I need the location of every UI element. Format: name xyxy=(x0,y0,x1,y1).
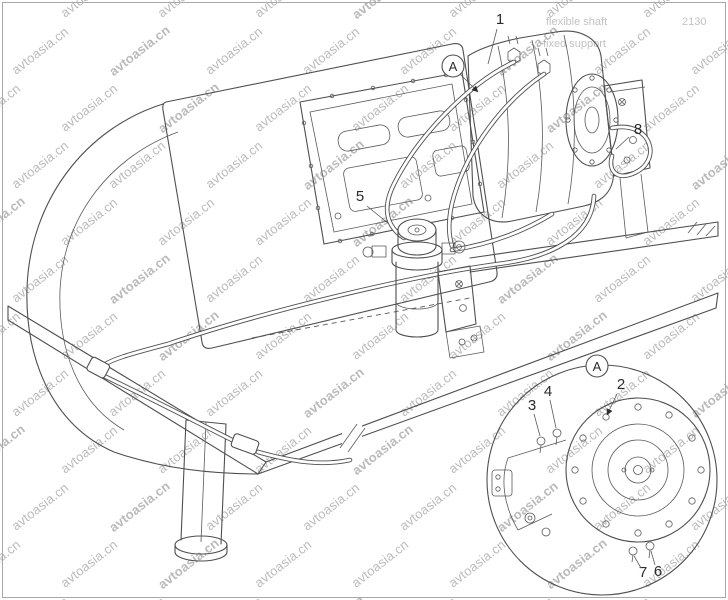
callouts-main: 1 A 8 5 xyxy=(356,11,642,225)
rail-break-gap xyxy=(342,416,362,448)
leader-line xyxy=(615,136,630,150)
leader-line xyxy=(650,550,656,566)
filter-bracket xyxy=(437,265,477,333)
detail-view-a: A xyxy=(486,354,718,596)
detail-bolts xyxy=(536,428,655,563)
chassis-frame xyxy=(7,221,719,475)
callout-6: 6 xyxy=(654,563,662,580)
detail-title-circle-a xyxy=(585,354,609,378)
tank-body xyxy=(26,103,259,475)
leader-line xyxy=(633,555,642,569)
callout-5: 5 xyxy=(356,188,364,205)
filter-port xyxy=(441,242,456,255)
leader-line xyxy=(487,28,498,65)
callouts-detail: 2 3 4 6 7 xyxy=(528,376,662,581)
filter-assembly xyxy=(362,218,485,359)
callout-2: 2 xyxy=(617,376,625,393)
hose-fitting-nut xyxy=(507,47,521,65)
callout-4: 4 xyxy=(544,383,552,400)
engine-mount xyxy=(619,173,649,239)
rail-fitting xyxy=(86,356,111,379)
callout-8: 8 xyxy=(634,121,642,138)
hose-fitting-nut xyxy=(537,59,551,77)
hose xyxy=(449,211,555,253)
callout-7: 7 xyxy=(639,564,647,581)
faint-text-line: flexible shaft xyxy=(546,16,608,28)
leader-line xyxy=(549,399,557,429)
housing-bolt-ring xyxy=(571,403,705,537)
leader-line xyxy=(533,413,541,437)
flange-bolts xyxy=(565,75,619,165)
filter-port xyxy=(371,245,387,258)
leader-line xyxy=(606,393,618,416)
support-leg xyxy=(174,419,228,562)
leader-line xyxy=(366,205,390,225)
detail-title-label-a: A xyxy=(593,359,602,374)
hydraulic-hoses xyxy=(86,59,653,466)
housing-tab xyxy=(491,469,513,497)
detail-ref-label-a: A xyxy=(449,59,458,74)
flywheel-housing xyxy=(491,397,711,543)
detail-ref-circle-a xyxy=(441,54,465,78)
callout-1: 1 xyxy=(496,11,504,28)
hose-coupler xyxy=(230,433,260,455)
leader-line xyxy=(459,73,479,93)
faint-text-line: fixed support xyxy=(543,38,606,50)
hose xyxy=(446,71,547,249)
faint-text-line: 2130 xyxy=(682,16,707,28)
callout-3: 3 xyxy=(528,397,536,414)
support-bracket xyxy=(603,79,651,177)
engine-assembly xyxy=(467,30,651,239)
